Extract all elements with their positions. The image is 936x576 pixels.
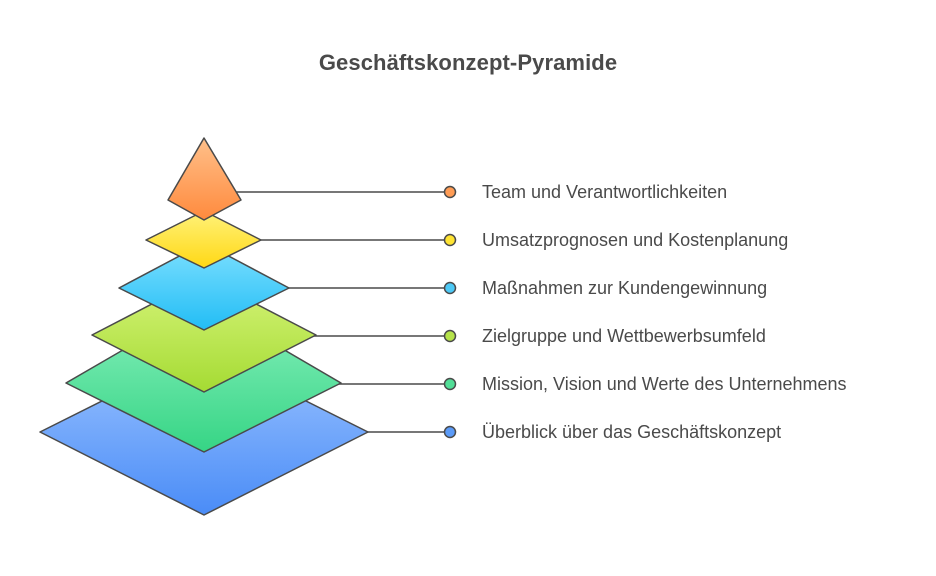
marker-dot-5 [443, 377, 457, 391]
pyramid-layer-3 [118, 242, 290, 331]
pyramid-layer-2 [145, 210, 262, 269]
marker-dot-4 [443, 329, 457, 343]
level-label-4: Zielgruppe und Wettbewerbsumfeld [482, 326, 766, 346]
marker-dot-6 [443, 425, 457, 439]
marker-dot-1 [443, 185, 457, 199]
level-label-5: Mission, Vision und Werte des Unternehme… [482, 374, 847, 394]
marker-dot-2 [443, 233, 457, 247]
pyramid-layer-1 [167, 137, 242, 221]
level-label-6: Überblick über das Geschäftskonzept [482, 422, 782, 442]
marker-dot-3 [443, 281, 457, 295]
level-label-2: Umsatzprognosen und Kostenplanung [482, 230, 789, 250]
level-label-3: Maßnahmen zur Kundengewinnung [482, 278, 768, 298]
level-label-1: Team und Verantwortlichkeiten [482, 182, 728, 202]
pyramid-layer-4 [91, 276, 317, 393]
diagram-title: Geschäftskonzept-Pyramide [318, 50, 618, 75]
